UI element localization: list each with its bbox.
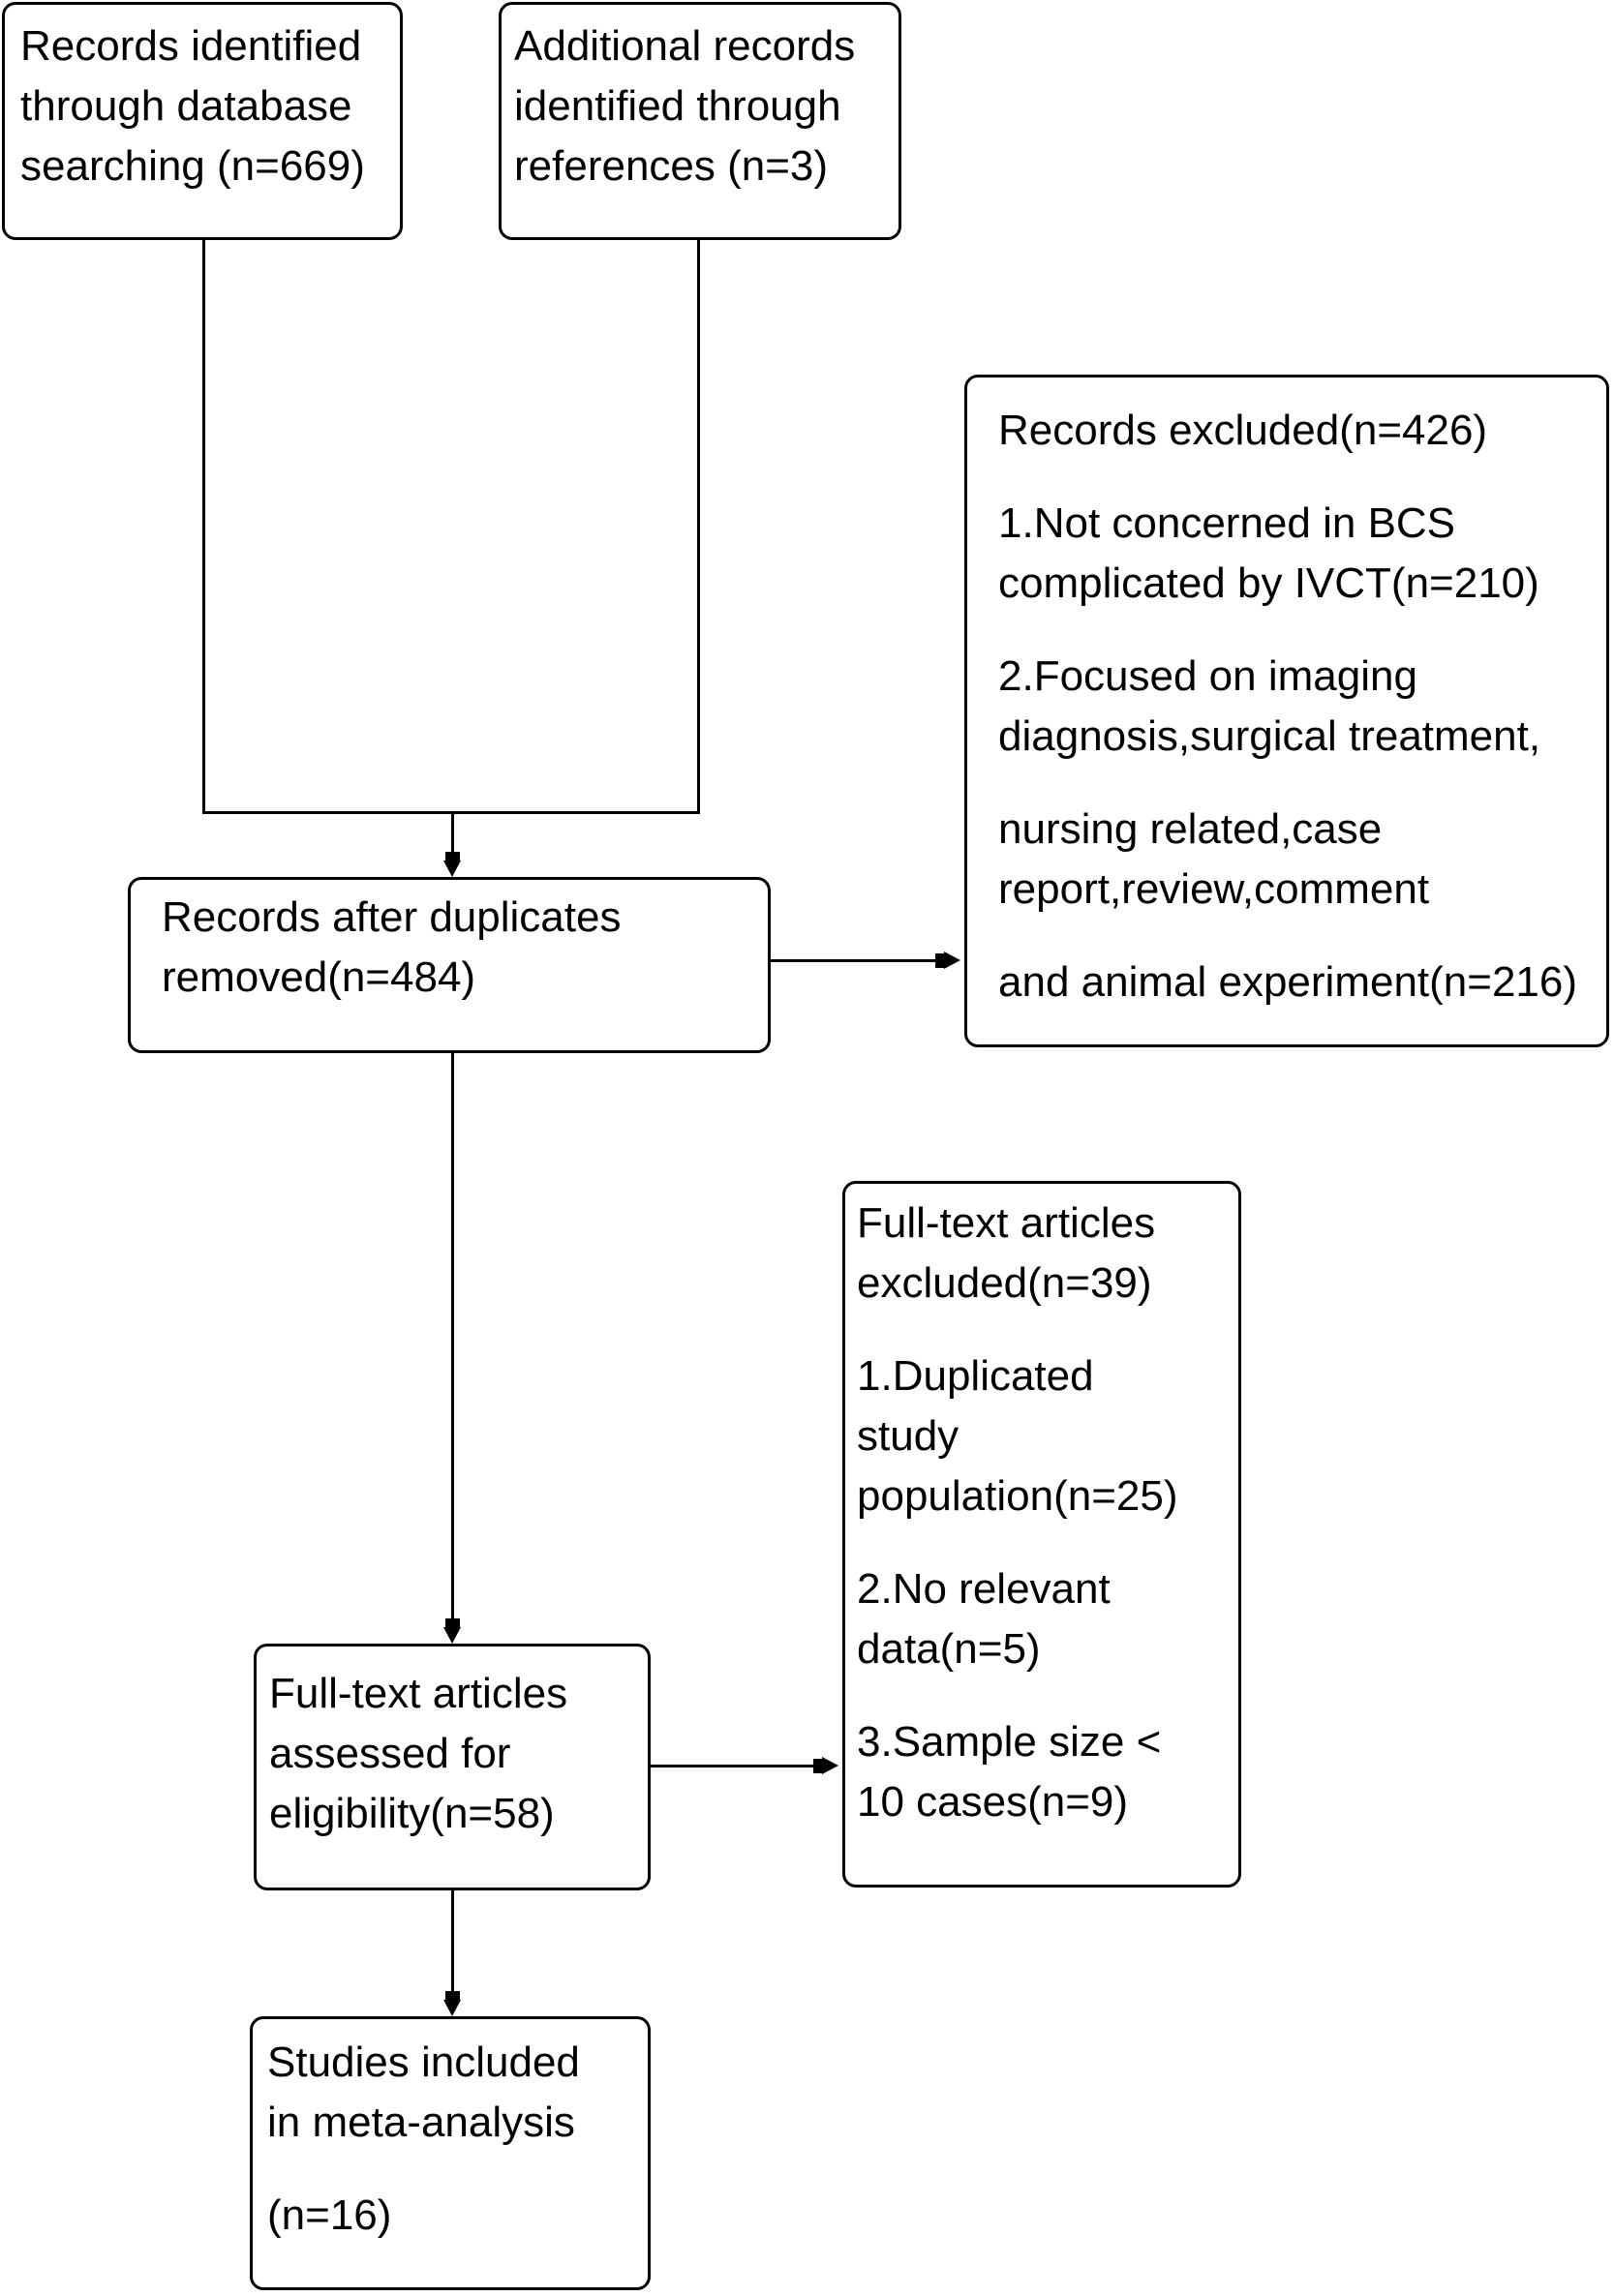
box-text-line: complicated by IVCT(n=210)	[998, 559, 1539, 607]
box-fulltext-excluded: Full-text articles excluded(n=39) 1.Dupl…	[842, 1181, 1241, 1888]
box-text-line: excluded(n=39)	[857, 1259, 1152, 1307]
box-text-line: Full-text articles	[857, 1199, 1156, 1247]
box-text-line: 2.Focused on imaging	[998, 652, 1417, 700]
box-text-line: and animal experiment(n=216)	[998, 958, 1578, 1006]
box-text-line: 1.Not concerned in BCS	[998, 499, 1456, 547]
box-text-line: Records excluded(n=426)	[998, 407, 1488, 454]
box-text-line: in meta-analysis	[267, 2099, 575, 2146]
box-text-line: 1.Duplicated	[857, 1352, 1094, 1400]
box-text-line: through database	[20, 82, 352, 130]
arrowhead-down-icon	[443, 861, 461, 877]
box-records-after-duplicates: Records after duplicates removed(n=484)	[128, 877, 771, 1053]
box-text-line: removed(n=484)	[162, 953, 476, 1001]
box-text-line: study	[857, 1412, 959, 1460]
box-text-line: Full-text articles	[269, 1670, 568, 1717]
box-text-line: identified through	[514, 82, 841, 130]
connector-right-vertical	[697, 238, 700, 814]
box-text-line: searching (n=669)	[20, 142, 365, 190]
box-text-line: Additional records	[514, 22, 856, 70]
box-studies-included: Studies included in meta-analysis (n=16)	[250, 2016, 651, 2290]
box-records-excluded: Records excluded(n=426) 1.Not concerned …	[964, 375, 1609, 1047]
box-text-line: data(n=5)	[857, 1625, 1041, 1673]
arrow-assessed-to-included	[451, 1888, 454, 1993]
box-text-line: eligibility(n=58)	[269, 1790, 555, 1837]
box-records-identified-database: Records identified through database sear…	[2, 2, 403, 240]
box-text-line: report,review,comment	[998, 865, 1430, 913]
arrowhead-right-icon	[813, 1759, 824, 1773]
arrowhead-right-icon	[935, 953, 946, 968]
arrowhead-down-icon	[445, 1618, 460, 1629]
connector-left-vertical	[202, 238, 205, 814]
arrow-assessed-to-excluded	[649, 1765, 821, 1767]
box-text-line: 2.No relevant	[857, 1565, 1111, 1613]
box-text-line: 3.Sample size <	[857, 1718, 1162, 1766]
arrowhead-down-icon	[445, 852, 460, 862]
arrow-duplicates-to-excluded	[769, 959, 941, 962]
box-text-line: Records after duplicates	[162, 893, 622, 941]
box-text-line: 10 cases(n=9)	[857, 1778, 1129, 1826]
box-text-line: Records identified	[20, 22, 362, 70]
box-text-line: population(n=25)	[857, 1472, 1178, 1520]
arrowhead-down-icon	[443, 1627, 461, 1644]
box-text-line: assessed for	[269, 1730, 511, 1777]
arrowhead-down-icon	[445, 1991, 460, 2002]
box-fulltext-assessed: Full-text articles assessed for eligibil…	[254, 1644, 651, 1890]
arrowhead-right-icon	[822, 1757, 838, 1774]
box-text-line: references (n=3)	[514, 142, 829, 190]
arrow-merge-to-duplicates	[451, 811, 454, 856]
box-text-line: Studies included	[267, 2039, 580, 2086]
box-text-line: nursing related,case	[998, 805, 1383, 853]
box-text-line: (n=16)	[267, 2191, 392, 2239]
arrow-duplicates-to-assessed	[451, 1051, 454, 1620]
box-additional-records-references: Additional records identified through re…	[499, 2, 901, 240]
box-text-line: diagnosis,surgical treatment,	[998, 712, 1541, 760]
arrowhead-right-icon	[944, 952, 960, 969]
arrowhead-down-icon	[443, 2000, 461, 2016]
